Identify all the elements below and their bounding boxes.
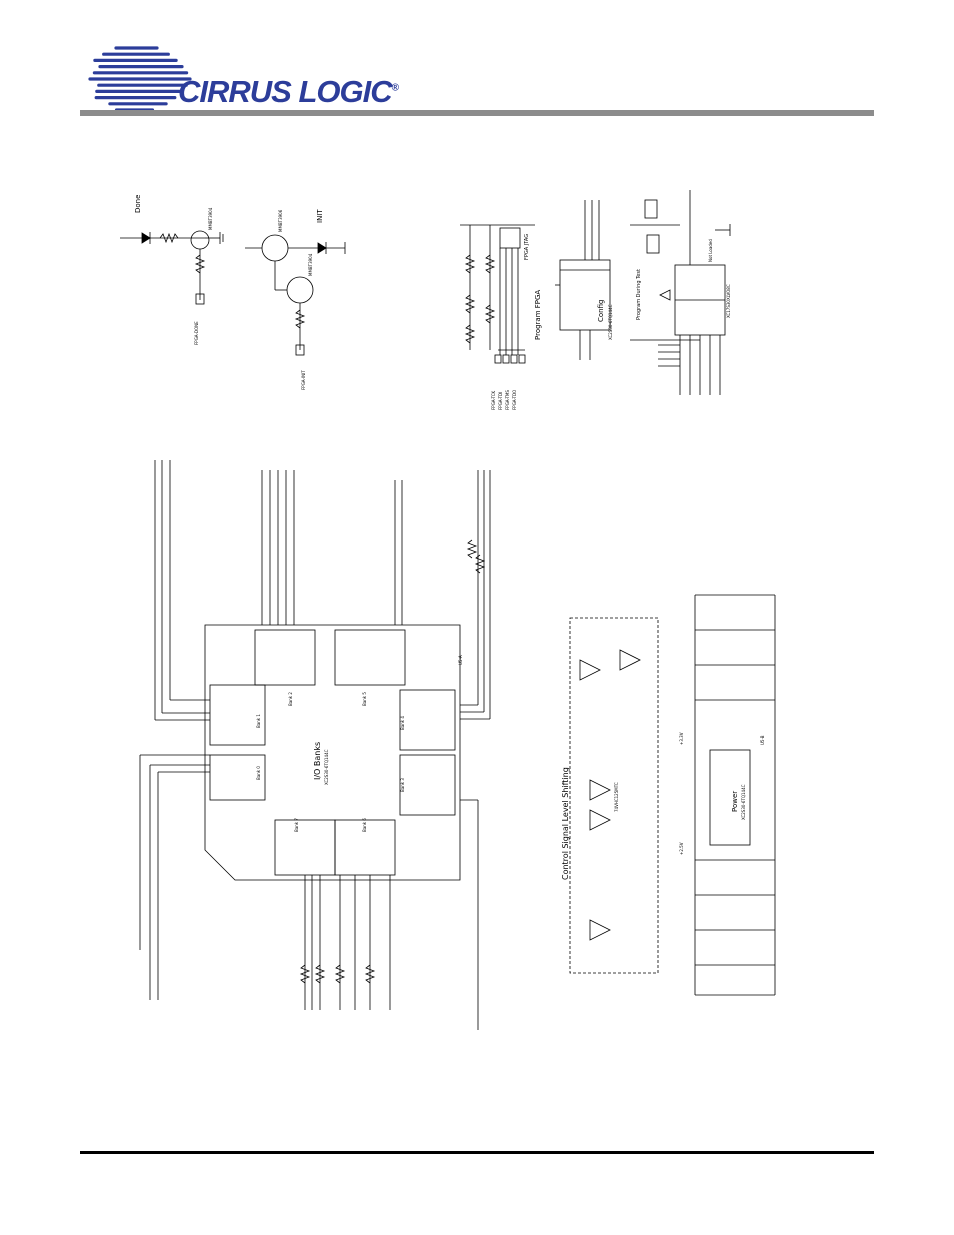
level-shift-block: Control Signal Level Shifting 74VHC125MT… — [561, 617, 659, 974]
power-ref: U5-B — [760, 735, 765, 745]
level-shift-title: Control Signal Level Shifting — [561, 767, 570, 880]
config-block: Config XC2S30-6TQ144C — [555, 200, 613, 360]
prom-block: Program During Test XC17S30XLVO8C Not Lo… — [630, 190, 731, 395]
bank-3-label: Bank 3 — [400, 778, 405, 792]
bank-4-label: Bank 4 — [400, 716, 405, 730]
io-banks-block: I/O Banks XC2S30-6TQ144C U5-A Bank 0 Ban… — [139, 460, 491, 1030]
jtag-net-tdi: FPGA-TDI — [498, 392, 503, 410]
cirrus-logic-logo: CIRRUS LOGIC® — [80, 40, 399, 120]
io-signal-wires — [139, 460, 491, 1030]
jtag-block: Program FPGA FPGA JTAG FPGA-TCK FPGA-TDI… — [460, 224, 542, 410]
jtag-title: Program FPGA — [534, 290, 542, 340]
done-net: FPGA-DONE — [194, 321, 199, 345]
config-part: XC2S30-6TQ144C — [608, 304, 613, 340]
init-part1: MMBT3906 — [278, 209, 283, 232]
jtag-net-tck: FPGA-TCK — [491, 390, 496, 410]
level-shift-part: 74VHC125MTC — [614, 782, 619, 812]
jtag-net-tms: FPGA-TMS — [505, 390, 510, 410]
prom-title: Program During Test — [636, 269, 642, 320]
bank-7-label: Bank 7 — [294, 818, 299, 832]
io-title: I/O Banks — [313, 742, 322, 780]
config-title: Config — [597, 300, 605, 322]
prom-note: Not Loaded — [708, 239, 713, 262]
power-block: Power XC2S30-6TQ144C U5-B +3.3V +2.5V — [679, 594, 776, 996]
logo-wordmark: CIRRUS LOGIC — [178, 74, 393, 109]
done-title: Done — [134, 195, 142, 213]
bank-2-label: Bank 2 — [288, 692, 293, 706]
io-part: XC2S30-6TQ144C — [324, 749, 329, 785]
power-rail-25: +2.5V — [679, 842, 684, 855]
done-led-block: Done MMBT3904 FPGA-DONE — [120, 195, 224, 345]
jtag-net-tdo: FPGA-TDO — [512, 390, 517, 410]
init-net: FPGA-INIT — [301, 370, 306, 390]
bank-6-label: Bank 6 — [362, 818, 367, 832]
logo-registered-mark: ® — [391, 82, 399, 94]
power-title: Power — [731, 791, 739, 812]
bank-0-label: Bank 0 — [256, 766, 261, 780]
io-ref: U5-A — [458, 655, 463, 665]
bank-1-label: Bank 1 — [256, 714, 261, 728]
done-part: MMBT3904 — [208, 207, 213, 230]
power-rail-33: +3.3V — [679, 732, 684, 745]
footer-rule — [80, 1151, 874, 1154]
power-part: XC2S30-6TQ144C — [741, 784, 746, 820]
init-led-block: INIT MMBT3906 MMBT3904 FPGA-INIT — [245, 209, 346, 390]
header-rule — [80, 110, 874, 116]
init-title: INIT — [316, 209, 324, 223]
init-part2: MMBT3904 — [308, 253, 313, 276]
prom-part: XC17S30XLVO8C — [726, 284, 731, 318]
logo-text: CIRRUS LOGIC® — [178, 74, 399, 110]
bank-5-label: Bank 5 — [362, 692, 367, 706]
jtag-subtitle: FPGA JTAG — [524, 234, 530, 260]
